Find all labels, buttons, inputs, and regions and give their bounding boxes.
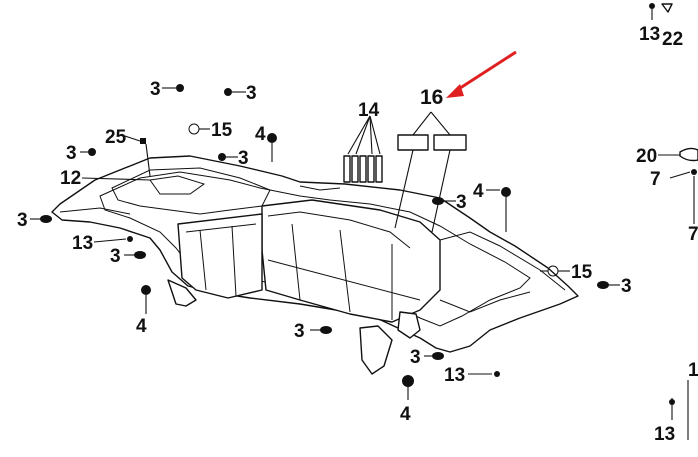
fastener-3a	[176, 84, 184, 92]
clip-13b	[494, 371, 500, 377]
fastener-3c	[88, 148, 96, 156]
body-panel	[51, 155, 579, 375]
label-14: 14	[358, 100, 380, 121]
label-25: 25	[105, 127, 127, 148]
fastener-3i	[320, 326, 332, 334]
label-3f: 3	[110, 246, 121, 267]
label-4b: 4	[473, 181, 484, 202]
label-7a: 7	[650, 169, 661, 190]
washer-15a	[188, 123, 200, 135]
clip-7	[691, 169, 697, 175]
label-3b: 3	[246, 83, 257, 104]
label-22: 22	[662, 29, 683, 50]
label-3i: 3	[294, 321, 305, 342]
label-3c: 3	[66, 143, 77, 164]
fastener-3b	[224, 88, 232, 96]
label-20: 20	[636, 146, 657, 167]
label-1: 1	[688, 360, 698, 381]
label-15b: 15	[571, 262, 593, 283]
fasteners	[40, 3, 698, 405]
fastener-4a	[267, 133, 277, 143]
fastener-4d	[402, 375, 414, 387]
fastener-3d	[218, 153, 226, 161]
fastener-4b	[501, 187, 511, 197]
label-4d: 4	[400, 404, 411, 425]
label-3d: 3	[238, 148, 249, 169]
clip-13-top	[649, 3, 655, 9]
label-3g: 3	[456, 192, 467, 213]
highlight-arrow	[446, 50, 517, 98]
part-20	[679, 147, 698, 162]
label-15a: 15	[211, 120, 233, 141]
clip-13a	[127, 236, 133, 242]
label-3a: 3	[150, 79, 161, 100]
fastener-3g	[432, 197, 444, 205]
leader-lines	[30, 9, 695, 440]
fastener-3f	[134, 251, 146, 259]
label-13b: 13	[444, 365, 465, 386]
nut-22	[661, 3, 673, 13]
label-13-bottom: 13	[654, 424, 675, 445]
label-13-top: 13	[639, 24, 660, 45]
label-12: 12	[60, 168, 81, 189]
label-3e: 3	[17, 210, 28, 231]
callout-labels: 3 3 3 3 3 3 3 3 3 3 4 4 4 4 12 13 13 13 …	[17, 24, 698, 445]
grommet-set-14	[343, 155, 383, 183]
label-3h: 3	[621, 276, 632, 297]
fastener-3j	[432, 352, 444, 360]
fastener-3e	[40, 215, 52, 223]
label-3j: 3	[410, 347, 421, 368]
label-4a: 4	[255, 124, 266, 145]
label-16: 16	[420, 86, 443, 109]
label-13a: 13	[72, 233, 93, 254]
fastener-3h	[597, 281, 609, 289]
decal-set-16	[397, 134, 467, 151]
clip-25	[140, 138, 146, 144]
label-4c: 4	[136, 316, 147, 337]
fastener-4c	[141, 285, 151, 295]
label-7b: 7	[688, 224, 698, 245]
